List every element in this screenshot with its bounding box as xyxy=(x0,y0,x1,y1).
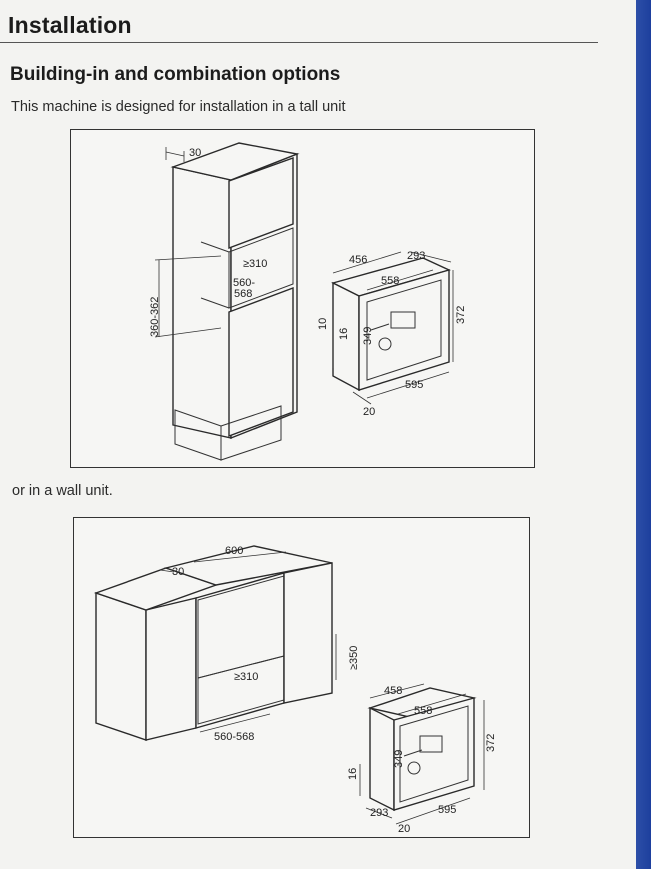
tall-machine xyxy=(331,257,451,392)
tall-machine-depth: 456 xyxy=(349,254,367,266)
section-title: Installation xyxy=(8,12,132,38)
tall-base-gap: 16 xyxy=(338,328,350,340)
wall-unit-diagram: 600 30 ≥350 ≥310 560-568 458 xyxy=(73,517,530,838)
wall-machine-depth: 458 xyxy=(384,685,402,697)
wall-niche-depth: ≥310 xyxy=(234,671,258,683)
tall-niche-width-a: 560- xyxy=(233,277,255,289)
page-edge-cover xyxy=(636,0,651,869)
wall-panel-width: 293 xyxy=(370,807,388,819)
intro-text: This machine is designed for installatio… xyxy=(11,99,346,115)
wall-front-depth: 20 xyxy=(398,823,410,835)
tall-side-gap: 10 xyxy=(317,318,329,330)
wall-machine-width: 558 xyxy=(414,705,432,717)
tall-niche-height: 360-362 xyxy=(149,297,161,337)
wall-front-height: 349 xyxy=(393,750,405,768)
tall-machine-dimensions: 456 293 558 372 349 16 10 595 20 xyxy=(317,250,467,418)
tall-unit-drawing: 30 360-362 ≥310 560- 568 xyxy=(149,142,467,461)
wall-niche-width: 560-568 xyxy=(214,731,254,743)
wall-cabinet xyxy=(93,545,333,741)
tall-front-height: 349 xyxy=(362,327,374,345)
tall-unit-diagram: 30 360-362 ≥310 560- 568 xyxy=(70,129,535,468)
wall-niche-height: ≥350 xyxy=(348,646,360,670)
header-rule xyxy=(0,42,598,43)
wall-unit-drawing: 600 30 ≥350 ≥310 560-568 458 xyxy=(93,545,497,835)
wall-front-width: 595 xyxy=(438,804,456,816)
wall-dimensions: 600 30 ≥350 ≥310 560-568 xyxy=(159,545,360,743)
tall-machine-width: 558 xyxy=(381,275,399,287)
manual-page: Installation Building-in and combination… xyxy=(0,12,598,838)
tall-niche-width-b: 568 xyxy=(234,288,252,300)
tall-top-depth: 30 xyxy=(189,147,201,159)
tall-cabinet xyxy=(170,142,300,461)
wall-top-depth: 30 xyxy=(172,566,184,578)
tall-front-width: 595 xyxy=(405,379,423,391)
tall-front-depth: 20 xyxy=(363,406,375,418)
tall-panel-width: 293 xyxy=(407,250,425,262)
wall-outer-height: 372 xyxy=(485,734,497,752)
subtitle: Building-in and combination options xyxy=(10,64,341,85)
wall-unit-width: 600 xyxy=(225,545,243,557)
wall-machine xyxy=(367,687,477,812)
tall-niche-depth: ≥310 xyxy=(243,258,267,270)
wall-machine-dimensions: 458 558 372 349 16 293 595 20 xyxy=(347,683,497,835)
wall-base-gap: 16 xyxy=(347,768,359,780)
alt-text: or in a wall unit. xyxy=(12,483,113,499)
tall-outer-height: 372 xyxy=(455,306,467,324)
tall-dimensions: 30 360-362 ≥310 560- 568 xyxy=(149,147,267,338)
